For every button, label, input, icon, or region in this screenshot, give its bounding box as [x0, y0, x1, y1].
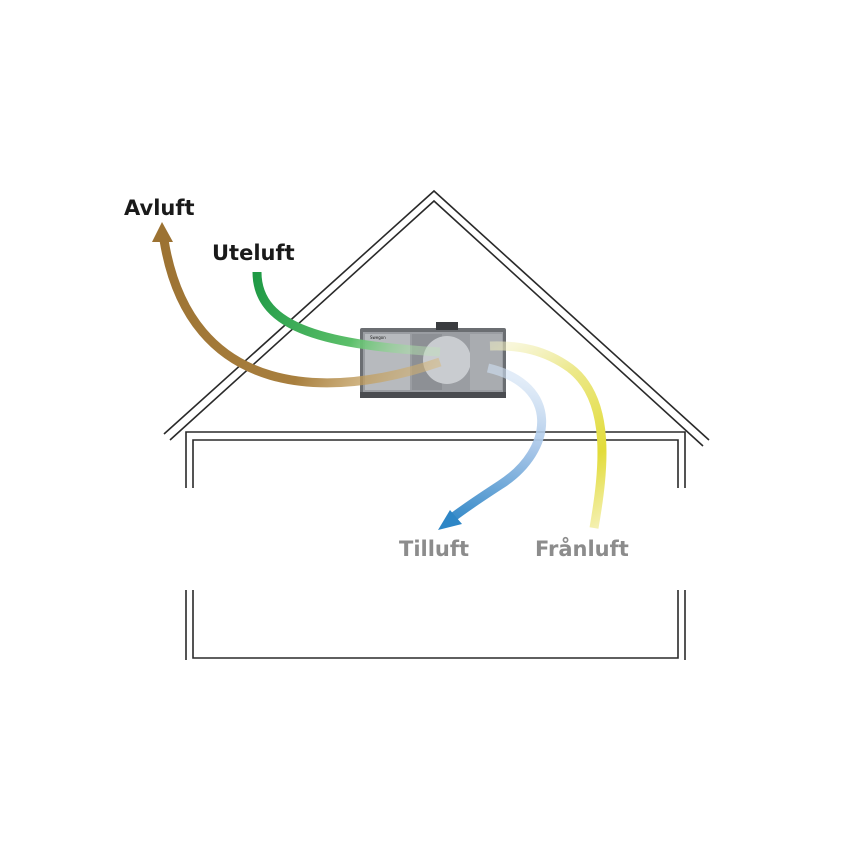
roof — [163, 189, 710, 447]
label-avluft: Avluft — [124, 196, 195, 220]
exhaust-air-arrow — [159, 239, 442, 388]
exhaust-arrowhead — [152, 222, 173, 242]
outdoor-air-arrow — [252, 271, 441, 357]
unit-brand: Swegon — [370, 335, 386, 340]
label-franluft: Frånluft — [535, 537, 629, 561]
extract-air-arrow — [489, 341, 607, 529]
label-uteluft: Uteluft — [212, 241, 295, 265]
supply-arrowhead — [438, 510, 462, 530]
house-walls — [185, 431, 686, 660]
supply-air-arrow — [449, 363, 547, 522]
label-tilluft: Tilluft — [399, 537, 470, 561]
